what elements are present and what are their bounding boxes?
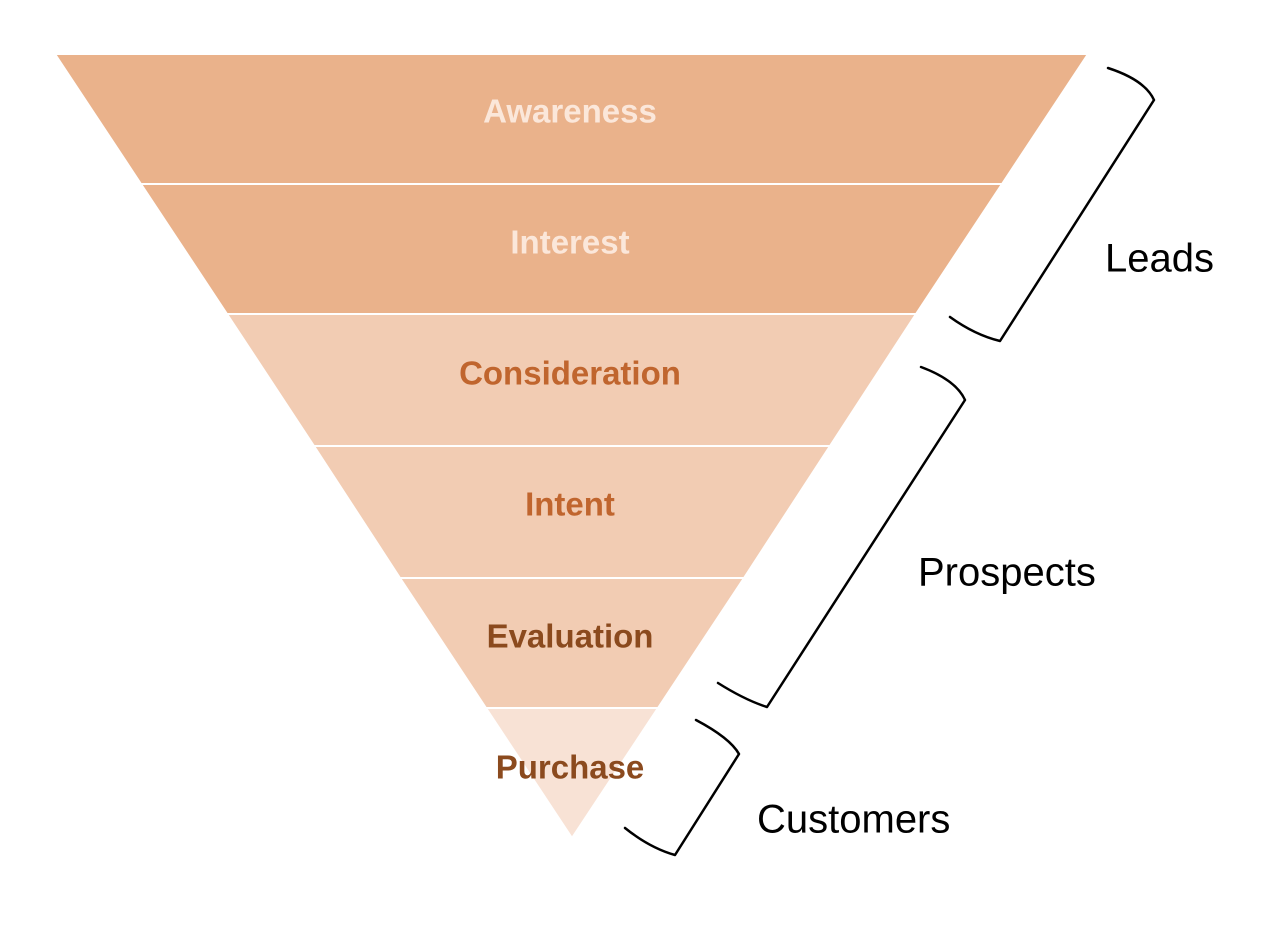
group-customers-bracket <box>623 718 741 857</box>
stage-awareness: Awareness <box>53 53 1090 185</box>
group-leads-bracket <box>948 66 1156 343</box>
stage-evaluation-label: Evaluation <box>487 618 654 655</box>
funnel-stages: Awareness Interest Consideration Intent … <box>53 53 1090 840</box>
group-prospects-bracket <box>716 365 967 709</box>
stage-purchase-band <box>484 707 660 840</box>
group-prospects-label: Prospects <box>918 551 1096 595</box>
group-leads-label: Leads <box>1105 237 1214 281</box>
stage-consideration-label: Consideration <box>459 355 681 392</box>
stage-purchase-label: Purchase <box>496 749 645 786</box>
group-prospects: Prospects <box>716 365 1096 709</box>
stage-consideration: Consideration <box>225 313 918 447</box>
stage-evaluation: Evaluation <box>398 577 746 709</box>
funnel-groups: Leads Prospects Customers <box>623 66 1214 857</box>
stage-intent-label: Intent <box>525 486 615 523</box>
group-leads: Leads <box>948 66 1214 343</box>
group-customers-label: Customers <box>757 798 950 842</box>
group-customers: Customers <box>623 718 950 857</box>
stage-awareness-label: Awareness <box>483 93 657 130</box>
stage-interest: Interest <box>139 183 1004 315</box>
stage-intent: Intent <box>312 445 832 579</box>
stage-interest-label: Interest <box>510 224 629 261</box>
stage-purchase: Purchase <box>484 707 660 840</box>
